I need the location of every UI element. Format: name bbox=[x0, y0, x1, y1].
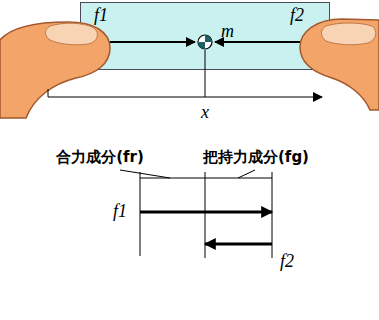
force-label: f1 bbox=[94, 5, 108, 25]
force-label: f2 bbox=[290, 5, 304, 25]
x-axis bbox=[48, 97, 322, 98]
position-line bbox=[205, 50, 206, 97]
axis-origin-tick bbox=[48, 89, 49, 97]
label-holder: x bbox=[201, 103, 209, 123]
force-vector bbox=[140, 211, 272, 214]
component-label: 把持力成分(fg) bbox=[203, 148, 309, 166]
force-arrow bbox=[110, 41, 195, 43]
text-holder: f2 bbox=[290, 6, 304, 26]
label-holder: f1 bbox=[113, 202, 127, 222]
force-vector bbox=[205, 243, 272, 246]
label-holder: f2 bbox=[280, 252, 294, 272]
label-holder: 合力成分(fr) bbox=[56, 148, 144, 166]
force-arrow bbox=[215, 41, 300, 43]
right-fingernail bbox=[322, 23, 376, 45]
dimension-line bbox=[140, 178, 205, 179]
center-of-mass bbox=[198, 35, 212, 49]
leader-line bbox=[238, 170, 255, 178]
axis-label: x bbox=[201, 102, 209, 122]
mass-label: m bbox=[221, 21, 234, 41]
leader-line bbox=[120, 170, 170, 178]
guide-line bbox=[140, 172, 141, 256]
left-fingernail bbox=[46, 23, 98, 45]
right-finger bbox=[300, 19, 379, 110]
force-label: f1 bbox=[113, 201, 127, 221]
text-holder: m bbox=[221, 22, 234, 42]
force-label: f2 bbox=[280, 251, 294, 271]
left-finger bbox=[0, 22, 110, 118]
component-label: 合力成分(fr) bbox=[56, 148, 144, 166]
label-holder: 把持力成分(fg) bbox=[203, 148, 309, 166]
text-holder: f1 bbox=[94, 6, 108, 26]
